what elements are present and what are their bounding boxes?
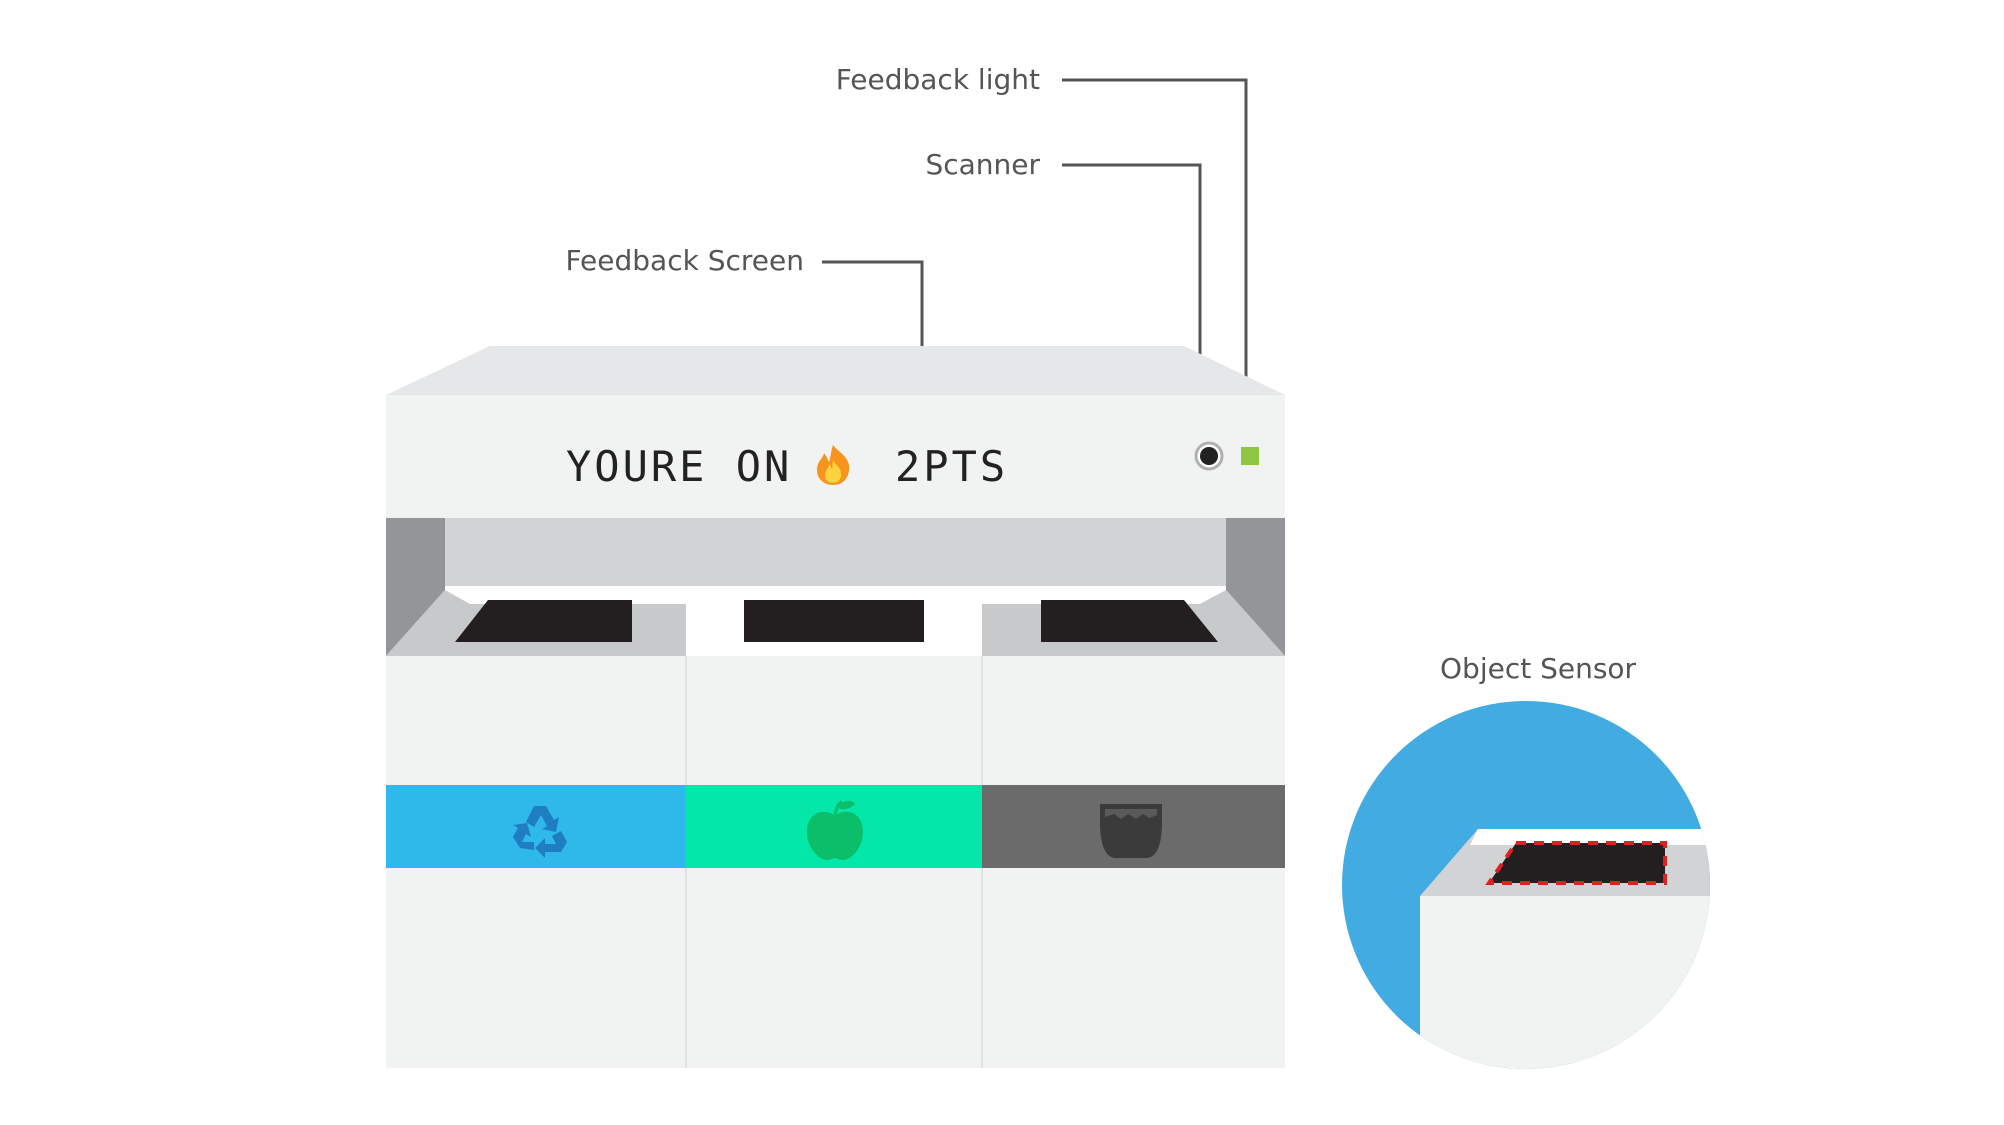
left-side-wall	[386, 518, 445, 656]
feedback-screen-label: Feedback Screen	[565, 244, 804, 277]
scanner-leader	[1062, 163, 1202, 412]
screen-message: YOURE ON	[566, 442, 793, 491]
bin-lid-top	[386, 346, 1285, 395]
object-sensor-label: Object Sensor	[1440, 652, 1637, 685]
right-side-wall	[1226, 518, 1285, 656]
feedback-light-leader	[1062, 78, 1248, 412]
scanner-lens	[1200, 447, 1218, 465]
recycling-bin-unit	[386, 346, 1285, 1068]
recycling-slot	[455, 600, 632, 642]
feedback-light-indicator	[1241, 447, 1259, 465]
landfill-slot	[1041, 600, 1218, 642]
fire-emoji-icon	[817, 445, 850, 485]
compost-slot	[744, 600, 924, 642]
recycling-color-band	[386, 785, 685, 868]
scanner-label: Scanner	[925, 148, 1040, 181]
feedback-light-label: Feedback light	[835, 63, 1040, 96]
sensor-ledge-white	[1470, 829, 1710, 845]
opening-back-wall	[386, 518, 1285, 586]
screen-points: 2PTS	[895, 442, 1009, 491]
sensor-slot-opening	[1489, 843, 1665, 883]
object-sensor-detail	[1342, 701, 1710, 1069]
recycle-icon	[513, 806, 567, 858]
sensor-body-face	[1420, 896, 1710, 1069]
apple-icon	[807, 800, 863, 860]
trash-can-icon	[1100, 804, 1162, 858]
object-sensor-outline	[1485, 841, 1667, 885]
